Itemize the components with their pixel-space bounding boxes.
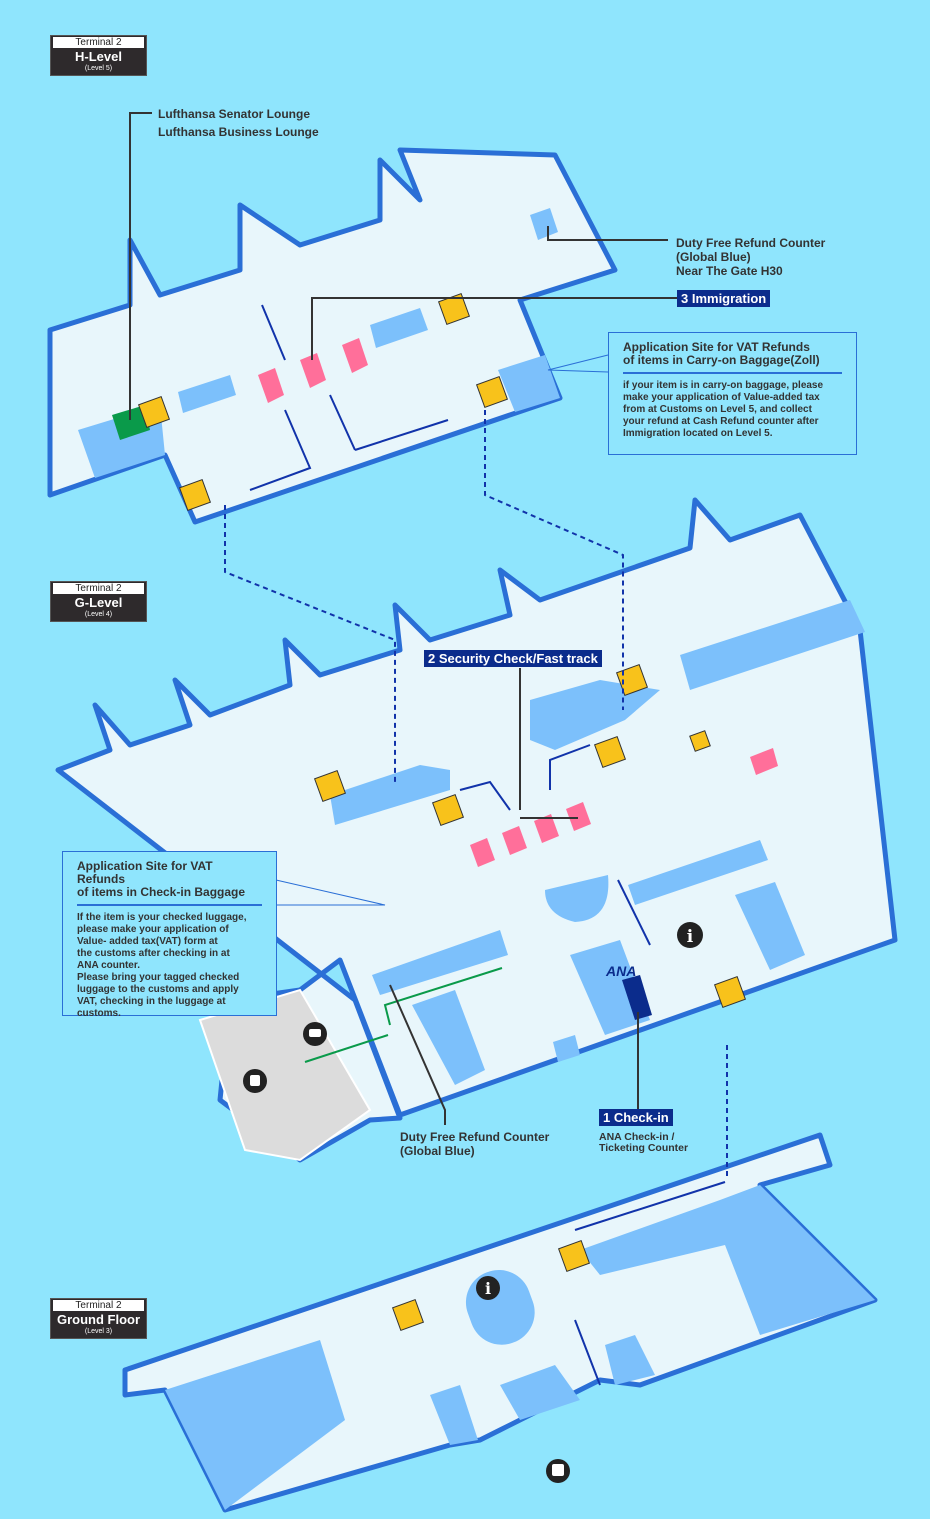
- terminal-label: Terminal 2: [53, 1300, 144, 1311]
- level-badge-h: Terminal 2 H-Level (Level 5): [50, 35, 147, 76]
- line: (Global Blue): [676, 250, 751, 264]
- level-sub: (Level 3): [84, 1328, 113, 1335]
- level-badge-g: Terminal 2 G-Level (Level 4): [50, 581, 147, 622]
- box-title: Application Site for VAT Refunds of item…: [623, 341, 842, 374]
- h-level-floor: [47, 147, 618, 525]
- ground-floor: i: [122, 1132, 878, 1513]
- duty-free-refund-g-label: Duty Free Refund Counter (Global Blue): [400, 1130, 549, 1158]
- immigration-booths: [258, 338, 368, 403]
- svg-text:i: i: [485, 1279, 491, 1298]
- line: Ticketing Counter: [599, 1142, 689, 1154]
- g-level-floor: i: [55, 497, 898, 1163]
- immigration-tag: 3 Immigration: [677, 290, 771, 307]
- green-route: [304, 967, 503, 1063]
- ana-counter-label: ANA Check-in / Ticketing Counter: [599, 1132, 688, 1154]
- escalator-markers-h: [137, 292, 509, 512]
- vat-checked-info-box: Application Site for VAT Refunds of item…: [62, 851, 277, 1019]
- level-connectors: [224, 410, 728, 1180]
- security-tag: 2 Security Check/Fast track: [424, 650, 602, 667]
- duty-free-refund-h-label: Duty Free Refund Counter (Global Blue) N…: [676, 236, 825, 278]
- duty-free-counter-h: [530, 208, 558, 240]
- escalator-markers-g: [313, 663, 747, 1009]
- line: Duty Free Refund Counter: [676, 236, 826, 250]
- level-name: H-Level: [75, 49, 122, 64]
- terminal-label: Terminal 2: [53, 37, 144, 48]
- box-body: If the item is your checked luggage, ple…: [77, 912, 247, 1019]
- box-title: Application Site for VAT Refunds of item…: [77, 860, 262, 906]
- terminal-label: Terminal 2: [53, 583, 144, 594]
- lounge-business-label: Lufthansa Business Lounge: [158, 125, 319, 139]
- level-name: G-Level: [74, 595, 123, 610]
- line: ANA Check-in /: [599, 1131, 675, 1143]
- line: Near The Gate H30: [676, 264, 783, 278]
- level-sub: (Level 5): [84, 65, 113, 72]
- box-body: if your item is in carry-on baggage, ple…: [623, 380, 824, 439]
- line: Duty Free Refund Counter: [400, 1130, 550, 1144]
- security-lanes: [470, 748, 778, 867]
- route-arrows-h: [249, 304, 449, 491]
- lounge-senator-label: Lufthansa Senator Lounge: [158, 107, 311, 121]
- level-badge-ground: Terminal 2 Ground Floor (Level 3): [50, 1298, 147, 1339]
- duty-free-counter-g: [372, 930, 508, 995]
- line: (Global Blue): [400, 1144, 475, 1158]
- info-icon-g: [677, 922, 703, 948]
- parking-area: [198, 988, 372, 1162]
- ana-logo: ANA: [606, 963, 637, 979]
- checkin-tag: 1 Check-in: [599, 1109, 673, 1126]
- lounge-block: [112, 405, 150, 440]
- info-icon-ground: [476, 1276, 500, 1300]
- vat-carryon-info-box: Application Site for VAT Refunds of item…: [608, 332, 857, 455]
- ana-counter: [622, 975, 652, 1020]
- svg-text:i: i: [687, 927, 694, 947]
- level-name: Ground Floor: [56, 1312, 141, 1327]
- callout-lines: [129, 112, 678, 1125]
- level-sub: (Level 4): [84, 611, 113, 618]
